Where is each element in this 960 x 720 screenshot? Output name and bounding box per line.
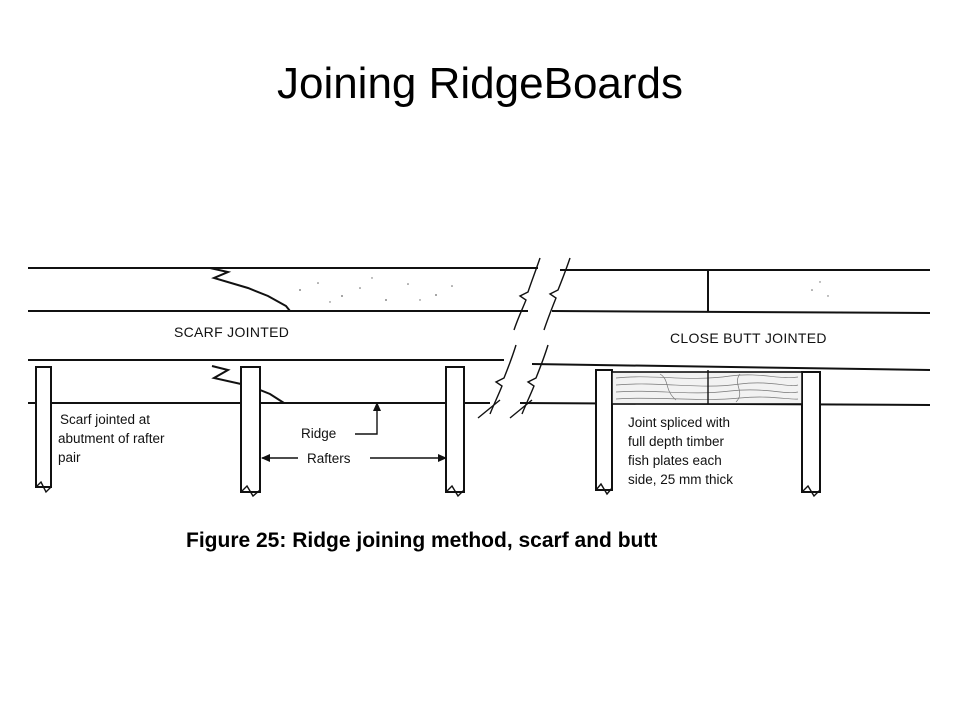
butt-note-line-2: full depth timber [628, 434, 725, 449]
rafter-tip-5 [801, 484, 821, 498]
scarf-note-line-3: pair [58, 450, 81, 465]
fish-plate [611, 371, 803, 405]
plan-texture [299, 277, 829, 303]
rafter-post-3 [445, 366, 465, 493]
scarf-note-line-1: Scarf jointed at [60, 412, 150, 427]
plan-scarf-joint-line [209, 267, 291, 312]
butt-note-line-3: fish plates each [628, 453, 722, 468]
rafter-tip-4 [595, 482, 613, 496]
slide-title: Joining RidgeBoards [276, 59, 684, 108]
butt-note-line-1: Joint spliced with [628, 415, 730, 430]
plan-break-mark-right [543, 257, 571, 331]
label-close-butt-jointed: CLOSE BUTT JOINTED [670, 330, 827, 346]
rafter-tip-1 [35, 480, 52, 494]
ridge-plan-view [28, 257, 931, 331]
rafter-tip-2 [240, 484, 261, 498]
elev-break-mark-left [489, 344, 517, 415]
label-ridge: Ridge [301, 426, 336, 441]
rafter-post-2 [240, 366, 261, 493]
label-rafters: Rafters [307, 451, 351, 466]
ridge-elevation-view [28, 344, 931, 498]
rafter-tip-3 [445, 484, 465, 498]
butt-note-line-4: side, 25 mm thick [628, 472, 733, 487]
rafters-arrowhead-left [261, 454, 270, 462]
rafter-post-4 [595, 369, 613, 491]
plan-break-mark-left [513, 257, 541, 331]
fish-plate-grain [615, 373, 799, 403]
figure-caption: Figure 25: Ridge joining method, scarf a… [186, 529, 657, 552]
ridge-pointer-line [355, 406, 378, 435]
scarf-note-line-2: abutment of rafter [58, 431, 165, 446]
plan-bottom-edge-right [551, 310, 931, 314]
rafter-post-1 [35, 366, 52, 488]
elev-break-tick-left [477, 399, 501, 419]
rafters-arrowhead-right [438, 454, 447, 462]
rafter-post-5 [801, 371, 821, 493]
elev-break-tick-right [509, 399, 533, 419]
elev-top-edge-right [531, 363, 931, 371]
label-scarf-jointed: SCARF JOINTED [174, 324, 289, 340]
ridge-pointer-arrowhead [373, 402, 381, 411]
elev-scarf-joint-line [211, 365, 285, 404]
